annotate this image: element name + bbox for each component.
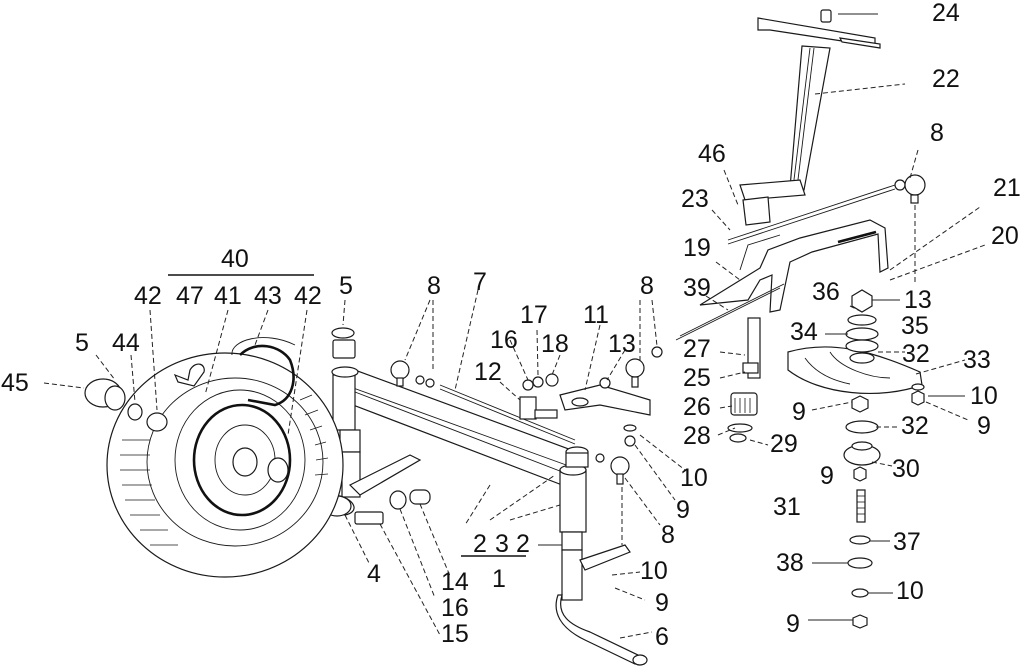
callout-37: 37 xyxy=(893,528,921,556)
callout-10: 10 xyxy=(640,557,668,585)
callout-40: 40 xyxy=(221,245,249,273)
callout-36: 36 xyxy=(812,278,840,306)
callout-29: 29 xyxy=(770,430,798,458)
pivot-stack xyxy=(843,205,925,629)
pinion-gear xyxy=(730,392,758,416)
front-axle xyxy=(299,327,648,666)
callout-8: 8 xyxy=(640,272,654,300)
bolt-lower-stack xyxy=(856,489,866,523)
callout-14: 14 xyxy=(441,568,469,596)
rim xyxy=(192,403,292,517)
callout-32: 32 xyxy=(901,412,929,440)
callout-9: 9 xyxy=(820,462,834,490)
steering-column xyxy=(739,9,881,226)
callout-28: 28 xyxy=(683,422,711,450)
callout-3: 3 xyxy=(495,530,509,558)
callout-13: 13 xyxy=(608,330,636,358)
callout-20: 20 xyxy=(991,222,1019,250)
callout-2: 2 xyxy=(473,530,487,558)
callout-10: 10 xyxy=(896,577,924,605)
tire xyxy=(106,352,344,578)
callout-10: 10 xyxy=(680,464,708,492)
callout-9: 9 xyxy=(676,496,690,524)
callout-1: 1 xyxy=(492,565,506,593)
callout-45: 45 xyxy=(1,369,29,397)
callout-47: 47 xyxy=(176,282,204,310)
support-frame xyxy=(675,174,926,341)
callout-41: 41 xyxy=(214,282,242,310)
callout-6: 6 xyxy=(655,623,669,651)
column-bracket xyxy=(739,179,806,201)
callout-16: 16 xyxy=(490,326,518,354)
callout-labels: 24 22 8 46 23 21 20 19 39 36 13 35 34 32… xyxy=(1,0,1021,651)
callout-32: 32 xyxy=(902,340,930,368)
callout-46: 46 xyxy=(698,140,726,168)
callout-35: 35 xyxy=(901,312,929,340)
steering-shaft xyxy=(789,45,831,191)
ball-joint-top xyxy=(904,174,926,196)
pinion-assembly xyxy=(727,317,761,443)
leader-lines xyxy=(43,13,986,639)
tie-rod xyxy=(390,346,663,485)
callout-11: 11 xyxy=(583,301,609,329)
callout-44: 44 xyxy=(112,329,140,357)
callout-16: 16 xyxy=(441,594,469,622)
callout-42: 42 xyxy=(134,282,162,310)
front-wheel xyxy=(84,337,344,578)
callout-19: 19 xyxy=(683,234,711,262)
callout-23: 23 xyxy=(681,185,709,213)
callout-22: 22 xyxy=(932,65,960,93)
callout-8: 8 xyxy=(427,272,441,300)
callout-9: 9 xyxy=(655,589,669,617)
callout-43: 43 xyxy=(254,282,282,310)
callout-4: 4 xyxy=(367,560,381,588)
callout-5: 5 xyxy=(75,329,89,357)
callout-30: 30 xyxy=(892,455,920,483)
callout-33: 33 xyxy=(963,346,991,374)
callout-24: 24 xyxy=(932,0,960,27)
callout-42: 42 xyxy=(294,282,322,310)
callout-38: 38 xyxy=(776,549,804,577)
callout-18: 18 xyxy=(541,330,569,358)
callout-34: 34 xyxy=(790,318,818,346)
callout-9: 9 xyxy=(786,610,800,638)
callout-26: 26 xyxy=(683,393,711,421)
nut-lower-stack xyxy=(853,466,867,482)
callout-8: 8 xyxy=(661,521,675,549)
callout-2: 2 xyxy=(516,530,530,558)
callout-17: 17 xyxy=(520,301,548,329)
callout-15: 15 xyxy=(441,620,469,648)
callout-25: 25 xyxy=(683,364,711,392)
sector-gear xyxy=(787,346,923,395)
callout-5: 5 xyxy=(339,272,353,300)
callout-27: 27 xyxy=(683,335,711,363)
callout-8: 8 xyxy=(930,119,944,147)
callout-21: 21 xyxy=(993,174,1021,202)
callout-12: 12 xyxy=(474,358,502,386)
callout-31: 31 xyxy=(773,493,801,521)
callout-10: 10 xyxy=(970,382,998,410)
steering-nut xyxy=(820,9,832,23)
callout-7: 7 xyxy=(473,268,487,296)
callout-13: 13 xyxy=(904,286,932,314)
callout-9: 9 xyxy=(977,412,991,440)
callout-9: 9 xyxy=(792,398,806,426)
callout-39: 39 xyxy=(683,274,711,302)
